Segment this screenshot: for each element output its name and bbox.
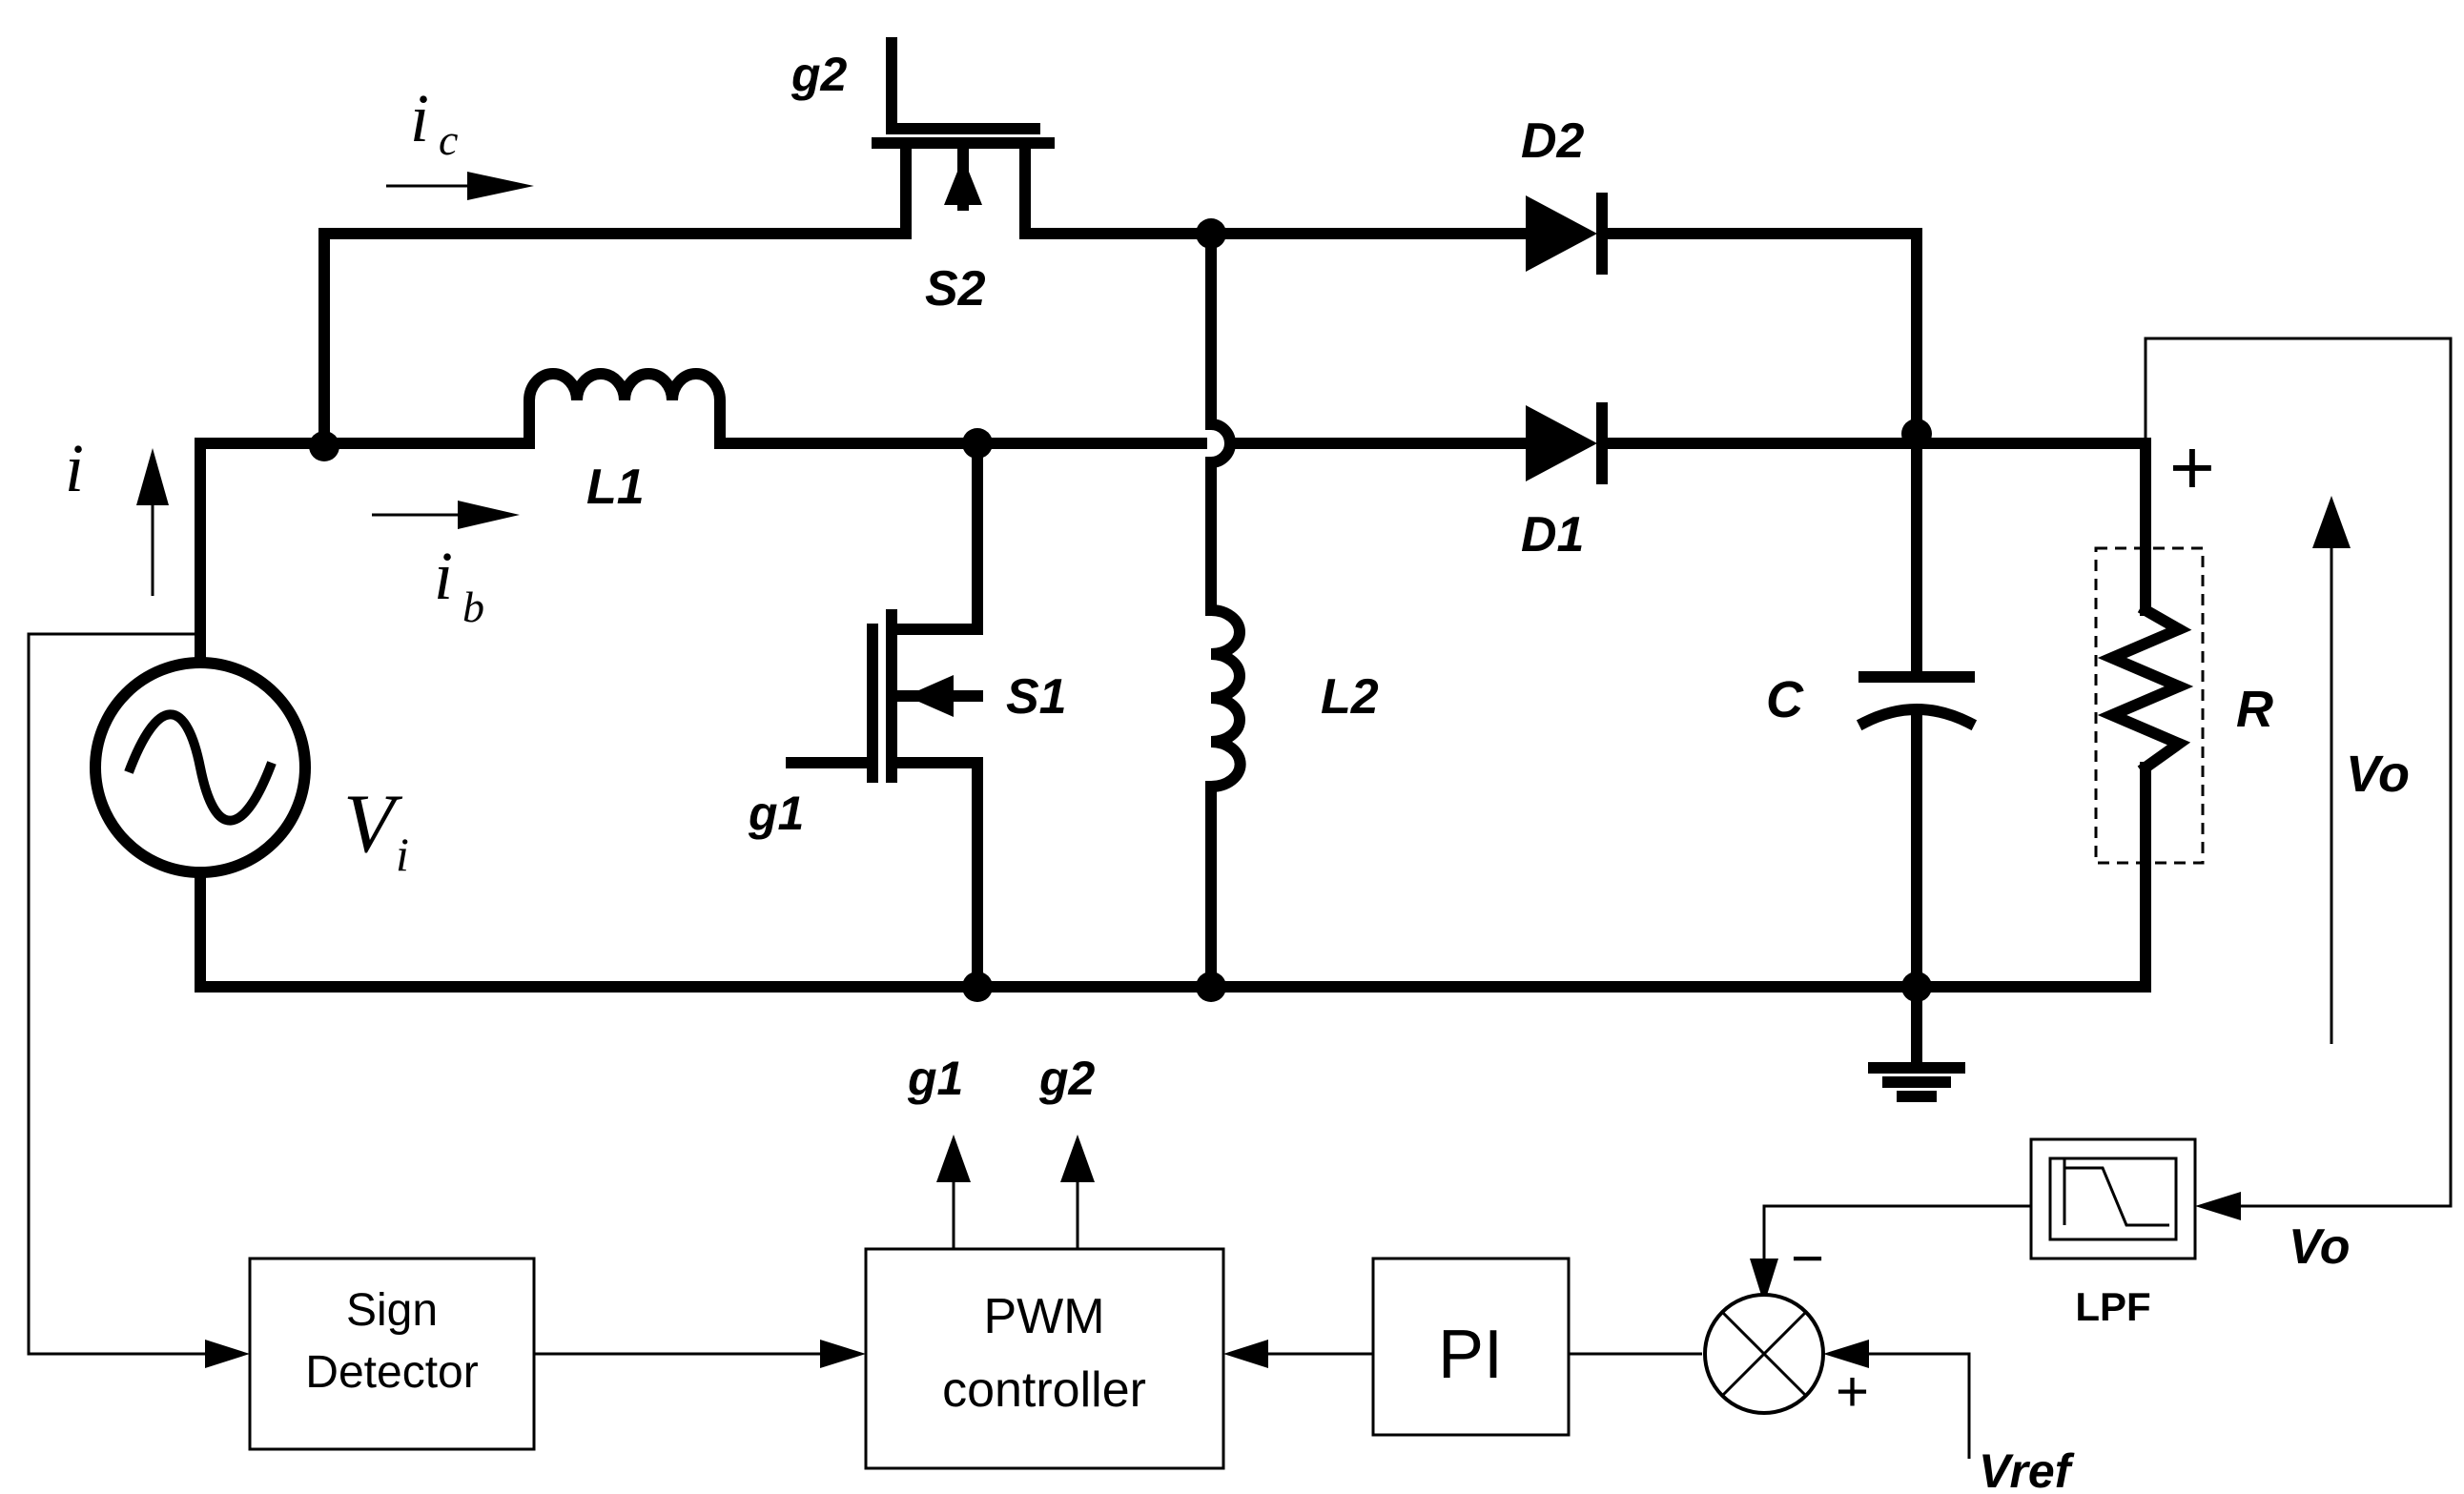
- label-sum-plus: +: [1836, 1360, 1869, 1423]
- pwm-line2: controller: [942, 1362, 1146, 1418]
- label-l2: L2: [1321, 669, 1379, 725]
- label-ib: i: [434, 538, 453, 614]
- label-d1: D1: [1521, 507, 1584, 563]
- label-r: R: [2236, 681, 2273, 738]
- resistor-icon: [2094, 546, 2205, 865]
- pi-label: PI: [1438, 1317, 1503, 1393]
- component-labels: i c i i b V i g2 S2 D2 D1 L1 L2 S1 g1 C …: [65, 48, 2410, 1494]
- pi-block: PI: [1371, 1257, 1571, 1437]
- label-output-plus: +: [2169, 424, 2215, 511]
- label-vo-feedback: Vo: [2289, 1219, 2351, 1275]
- sign-detector-line1: Sign: [346, 1285, 438, 1336]
- label-vi-sub: i: [396, 828, 409, 881]
- diode-d1-icon: [1526, 402, 1608, 484]
- label-s2: S2: [925, 261, 986, 317]
- inductor-l1-icon: [524, 368, 726, 449]
- mosfet-s1-icon: [786, 609, 983, 783]
- label-d2: D2: [1521, 113, 1585, 169]
- lpf-label: LPF: [2075, 1284, 2150, 1329]
- ground-icon: [1868, 1062, 1965, 1102]
- mosfet-s2-icon: [872, 37, 1055, 239]
- summing-junction-icon: [1703, 1293, 1825, 1415]
- ac-source-icon: [90, 657, 311, 878]
- label-g1-gate: g1: [748, 787, 804, 840]
- label-ib-sub: b: [462, 583, 484, 631]
- label-g2-gate: g2: [791, 48, 848, 101]
- sign-detector-line2: Detector: [305, 1347, 478, 1398]
- pwm-controller-block: PWM controller: [864, 1247, 1225, 1470]
- control-wires: [27, 337, 2453, 1459]
- label-ic-sub: c: [439, 115, 458, 164]
- label-ic: i: [410, 80, 429, 156]
- label-s1: S1: [1006, 669, 1067, 725]
- label-vi: V: [343, 778, 403, 870]
- label-l1: L1: [586, 460, 645, 515]
- label-g1-ctrl: g1: [907, 1052, 963, 1105]
- sign-detector-block: Sign Detector: [248, 1257, 536, 1451]
- inductor-l2-icon: [1204, 604, 1246, 793]
- pwm-line1: PWM: [983, 1289, 1104, 1344]
- diode-d2-icon: [1526, 193, 1608, 275]
- power-wires: [195, 228, 2151, 1074]
- label-g2-ctrl: g2: [1038, 1052, 1096, 1105]
- label-sum-minus: −: [1791, 1226, 1824, 1290]
- junction-dots: [309, 218, 1932, 1002]
- label-c: C: [1766, 671, 1804, 728]
- label-vo-side: Vo: [2346, 746, 2410, 803]
- label-i: i: [65, 430, 84, 506]
- capacitor-icon: [1856, 671, 1978, 731]
- label-vref: Vref: [1979, 1444, 2075, 1494]
- lpf-block: LPF: [2029, 1137, 2197, 1329]
- annotation-arrows: [136, 172, 2351, 1044]
